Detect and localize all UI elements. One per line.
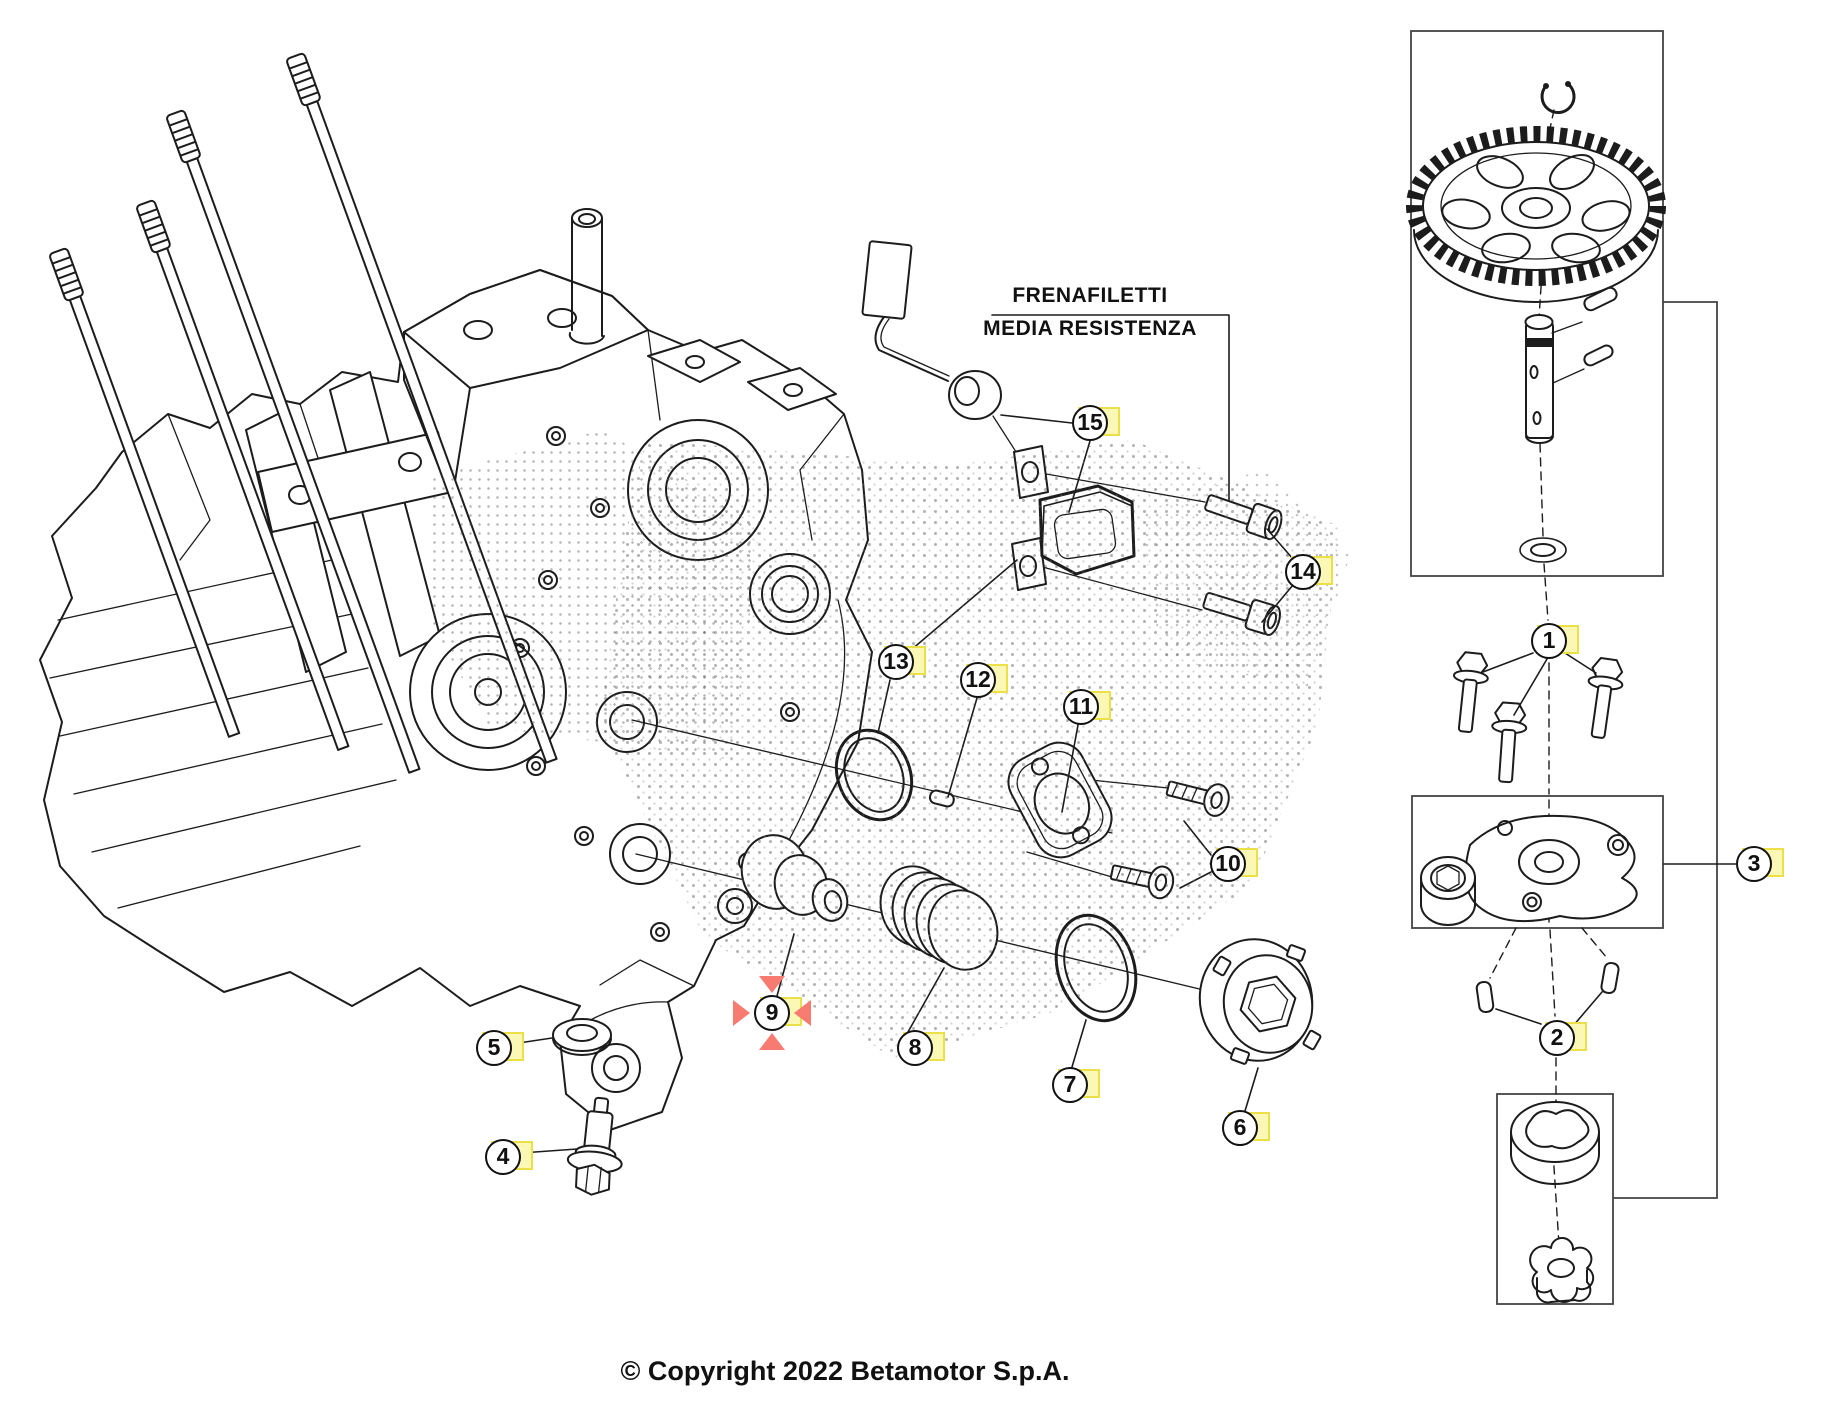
callout-number: 14 [1285, 554, 1321, 590]
callout-7[interactable]: 7 [1052, 1067, 1100, 1103]
spring-8 [879, 865, 999, 971]
valve-plug-9 [740, 834, 849, 922]
oring-7 [1054, 913, 1138, 1023]
callout-number: 2 [1539, 1020, 1575, 1056]
pump-pins-2 [1475, 961, 1620, 1014]
flange-11 [1007, 741, 1113, 859]
callout-13[interactable]: 13 [878, 644, 926, 680]
oil-pump-gear-assembly [1406, 81, 1666, 563]
callout-number: 12 [960, 662, 996, 698]
socket-bolts [1202, 494, 1283, 636]
callout-number: 1 [1531, 623, 1567, 659]
callout-number: 9 [754, 995, 790, 1031]
threadlock-note-line2: MEDIA RESISTENZA [983, 317, 1197, 340]
callout-number: 8 [897, 1030, 933, 1066]
copyright-text: © Copyright 2022 Betamotor S.p.A. [620, 1356, 1070, 1386]
callout-number: 10 [1210, 846, 1246, 882]
callout-1[interactable]: 1 [1531, 623, 1579, 659]
pump-rotors [1510, 1101, 1600, 1304]
callout-number: 3 [1736, 846, 1772, 882]
flange-screws-10 [1109, 780, 1230, 900]
sensor-assembly [861, 240, 1136, 591]
callout-12[interactable]: 12 [960, 662, 1008, 698]
leader-lines [511, 314, 1737, 1154]
drain-bolt-4 [566, 1096, 623, 1196]
group-boxes [1410, 30, 1718, 1305]
washer-5 [552, 1018, 612, 1056]
callout-number: 6 [1222, 1110, 1258, 1146]
oring-13 [834, 728, 914, 822]
callout-10[interactable]: 10 [1210, 846, 1258, 882]
gear-cutouts [1441, 153, 1631, 264]
dowel-pin-12 [928, 789, 955, 808]
callout-9[interactable]: 9 [733, 976, 811, 1050]
breather-tube [568, 208, 605, 345]
pump-cover-plate [1420, 814, 1638, 926]
callout-6[interactable]: 6 [1222, 1110, 1270, 1146]
callout-2[interactable]: 2 [1539, 1020, 1587, 1056]
callout-number: 7 [1052, 1067, 1088, 1103]
callout-number: 5 [476, 1030, 512, 1066]
callout-15[interactable]: 15 [1072, 405, 1120, 441]
filter-cover-6 [1198, 938, 1322, 1065]
callout-14[interactable]: 14 [1285, 554, 1333, 590]
crankcase-drawing [39, 208, 873, 1131]
callout-number: 4 [485, 1139, 521, 1175]
pump-bolts-1 [1452, 651, 1624, 784]
threadlock-note-line1: FRENAFILETTI [1012, 284, 1168, 307]
callout-number: 11 [1063, 689, 1099, 725]
callout-8[interactable]: 8 [897, 1030, 945, 1066]
callout-11[interactable]: 11 [1063, 689, 1111, 725]
callout-4[interactable]: 4 [485, 1139, 533, 1175]
callout-number: 13 [878, 644, 914, 680]
callout-3[interactable]: 3 [1736, 846, 1784, 882]
threadlock-note: FRENAFILETTI MEDIA RESISTENZA [960, 283, 1220, 342]
cylinder-studs [49, 52, 558, 774]
callout-5[interactable]: 5 [476, 1030, 524, 1066]
callout-number: 15 [1072, 405, 1108, 441]
